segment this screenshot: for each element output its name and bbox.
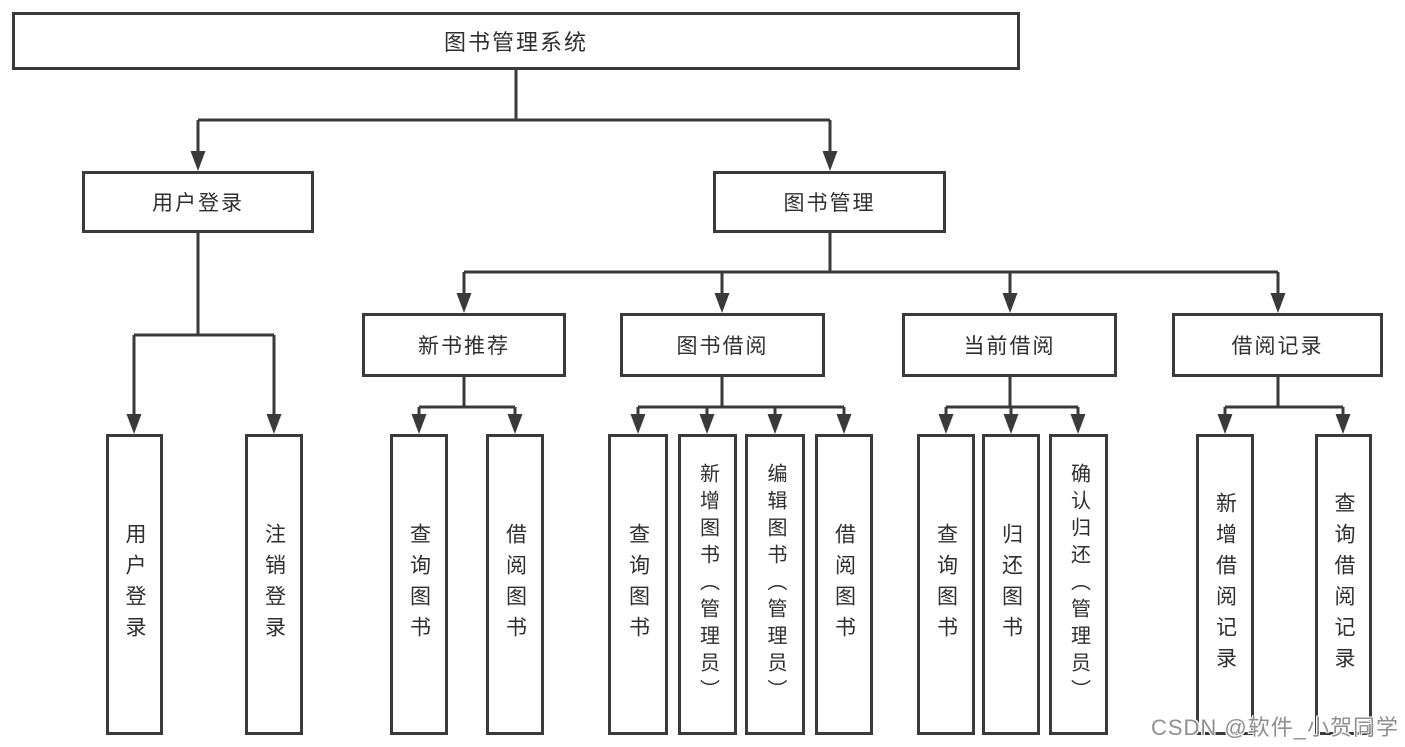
node-user-login: 用户登录	[82, 171, 314, 233]
leaf-add-borrow-record: 新增借阅记录	[1196, 434, 1254, 735]
leaf-add-books-admin: 新增图书（管理员）	[678, 434, 737, 735]
leaf-query-books-2: 查询图书	[608, 434, 668, 735]
leaf-label: 借阅图书	[503, 522, 527, 647]
node-borrow-records: 借阅记录	[1172, 313, 1383, 377]
leaf-label: 借阅图书	[832, 522, 856, 647]
node-current-borrowing: 当前借阅	[902, 313, 1117, 377]
node-book-management: 图书管理	[713, 171, 946, 233]
leaf-label: 查询图书	[934, 522, 958, 647]
node-book-borrowing: 图书借阅	[620, 313, 825, 377]
leaf-query-borrow-record: 查询借阅记录	[1315, 434, 1372, 735]
csdn-watermark: CSDN @软件_小贺同学	[1150, 715, 1399, 740]
leaf-label: 查询图书	[626, 522, 650, 647]
leaf-borrow-books-2: 借阅图书	[815, 434, 873, 735]
leaf-label: 查询图书	[407, 522, 431, 647]
leaf-label: 用户登录	[123, 522, 146, 647]
leaf-query-books-3: 查询图书	[917, 434, 975, 735]
leaf-label: 确认归还（管理员）	[1067, 463, 1090, 706]
node-new-book-recommend: 新书推荐	[362, 313, 566, 377]
leaf-label: 查询借阅记录	[1332, 491, 1355, 678]
leaf-label: 注销登录	[262, 522, 286, 647]
leaf-label: 编辑图书（管理员）	[764, 463, 786, 706]
leaf-confirm-return-admin: 确认归还（管理员）	[1049, 434, 1108, 735]
leaf-query-books-1: 查询图书	[390, 434, 448, 735]
leaf-label: 新增借阅记录	[1213, 491, 1237, 678]
node-library-management-system: 图书管理系统	[12, 12, 1020, 70]
leaf-user-login: 用户登录	[106, 434, 163, 735]
leaf-edit-books-admin: 编辑图书（管理员）	[745, 434, 805, 735]
leaf-label: 归还图书	[999, 522, 1023, 647]
leaf-logout: 注销登录	[245, 434, 303, 735]
leaf-return-books: 归还图书	[982, 434, 1040, 735]
leaf-borrow-books-1: 借阅图书	[486, 434, 544, 735]
leaf-label: 新增图书（管理员）	[696, 463, 719, 706]
